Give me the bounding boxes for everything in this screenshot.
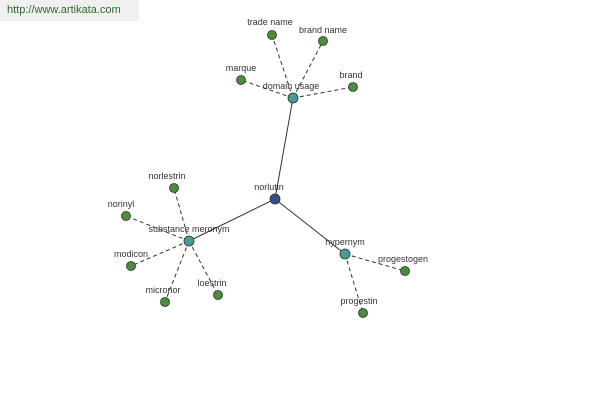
node-progestin[interactable]: [358, 308, 368, 318]
edge-norlestrin: [173, 187, 190, 242]
edge-brand-name: [292, 40, 324, 99]
edge-progestin: [344, 253, 364, 314]
label-norlestrin: norlestrin: [148, 171, 185, 181]
node-loestrin[interactable]: [213, 290, 223, 300]
edge-hypernym: [274, 198, 346, 255]
label-hypernym: hypernym: [325, 237, 365, 247]
edge-marque: [240, 79, 294, 99]
label-progestogen: progestogen: [378, 254, 428, 264]
watermark: http://www.artikata.com: [0, 0, 139, 21]
label-modicon: modicon: [114, 249, 148, 259]
node-marque[interactable]: [236, 75, 246, 85]
edge-modicon: [130, 240, 190, 267]
edge-brand: [292, 86, 354, 99]
label-loestrin: loestrin: [197, 278, 226, 288]
edges: [125, 34, 406, 314]
node-norlutin[interactable]: [269, 193, 281, 205]
label-micronor: micronor: [145, 285, 180, 295]
node-substance-meronym[interactable]: [183, 235, 195, 247]
node-norlestrin[interactable]: [169, 183, 179, 193]
label-norinyl: norinyl: [108, 199, 135, 209]
edge-micronor: [164, 240, 190, 303]
label-trade-name: trade name: [247, 17, 293, 27]
edge-norinyl: [125, 215, 190, 242]
label-brand: brand: [339, 70, 362, 80]
label-progestin: progestin: [340, 296, 377, 306]
label-norlutin: norlutin: [254, 182, 284, 192]
label-domain-usage: domain usage: [263, 81, 320, 91]
node-modicon[interactable]: [126, 261, 136, 271]
edge-progestogen: [344, 253, 406, 272]
label-marque: marque: [226, 63, 257, 73]
node-norinyl[interactable]: [121, 211, 131, 221]
labels: norlutin domain usage substance meronym hyp…: [108, 17, 428, 306]
label-brand-name: brand name: [299, 25, 347, 35]
node-progestogen[interactable]: [400, 266, 410, 276]
node-hypernym[interactable]: [339, 248, 351, 260]
edge-domain-usage: [274, 97, 294, 200]
nodes: [121, 30, 410, 318]
node-brand[interactable]: [348, 82, 358, 92]
node-trade-name[interactable]: [267, 30, 277, 40]
edge-loestrin: [188, 240, 219, 296]
edge-substance-meronym: [188, 198, 276, 242]
watermark-text: http://www.artikata.com: [7, 4, 121, 16]
node-brand-name[interactable]: [318, 36, 328, 46]
label-substance-meronym: substance meronym: [148, 224, 229, 234]
node-domain-usage[interactable]: [287, 92, 299, 104]
node-micronor[interactable]: [160, 297, 170, 307]
